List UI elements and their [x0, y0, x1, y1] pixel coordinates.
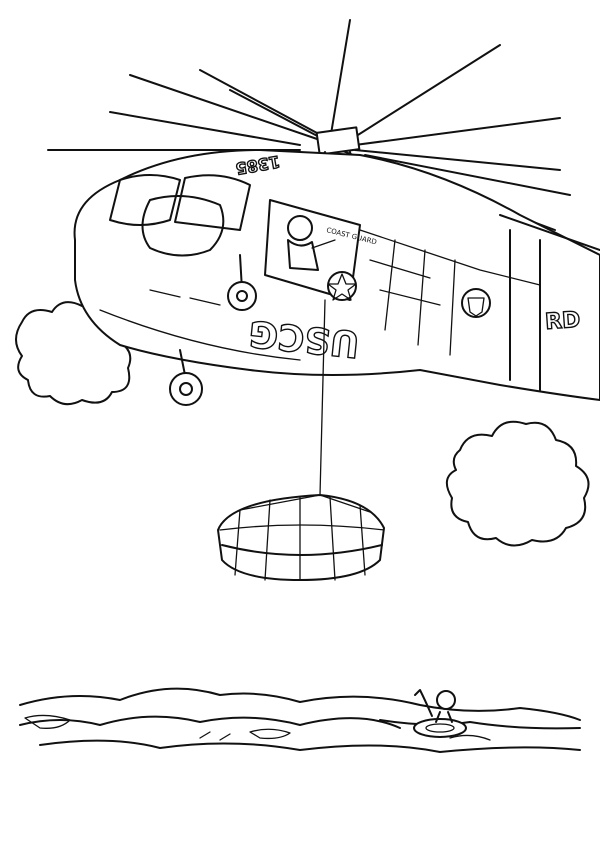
sea-waves — [19, 687, 581, 753]
tail-marking: RD — [544, 308, 581, 335]
star-roundel-icon — [327, 271, 357, 301]
person-in-water — [413, 689, 467, 738]
fuselage-panels — [99, 229, 541, 361]
coast-guard-emblem-icon — [461, 288, 491, 318]
rescue-basket — [217, 494, 385, 581]
cloud-right — [445, 420, 590, 547]
rescue-cable — [319, 299, 326, 496]
pilot-head — [287, 215, 313, 241]
rear-wheel — [169, 349, 203, 406]
front-wheel — [227, 254, 257, 311]
helicopter: COAST GUARD 1385 USCG RD — [73, 149, 600, 406]
